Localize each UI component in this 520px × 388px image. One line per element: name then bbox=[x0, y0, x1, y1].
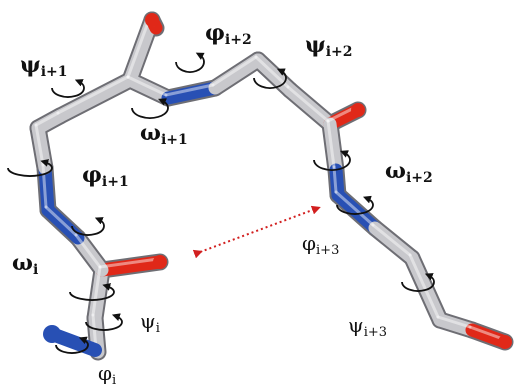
bond-highlight bbox=[56, 75, 130, 115]
bond-nitrogen bbox=[41, 203, 85, 245]
bond-nitrogen bbox=[38, 161, 55, 217]
rotation-arrow-icon bbox=[401, 273, 435, 292]
label-phi-i: φi bbox=[98, 361, 116, 388]
rotation-arrow-icon bbox=[131, 98, 169, 119]
rotation-arrow-icon bbox=[7, 159, 53, 177]
label-omega-i1: ωi+1 bbox=[140, 120, 188, 148]
bond-highlight bbox=[334, 190, 375, 227]
oxygen-atom bbox=[498, 335, 512, 349]
bond-highlight bbox=[254, 55, 290, 89]
label-phi-i2: φi+2 bbox=[205, 20, 252, 48]
rotation-arrow-icon bbox=[51, 79, 85, 98]
bond-highlight bbox=[164, 83, 215, 97]
bond-oxygen bbox=[95, 255, 167, 277]
bond-carbon bbox=[53, 73, 137, 123]
hydrogen-bond-arrow bbox=[192, 205, 321, 259]
rotation-arrow-icon bbox=[71, 217, 105, 236]
bond-carbon bbox=[71, 231, 109, 277]
label-phi-i1: φi+1 bbox=[82, 162, 129, 190]
rotation-arrows bbox=[7, 52, 435, 354]
rotation-arrow-icon bbox=[253, 68, 287, 89]
label-psi-i: ψi bbox=[140, 309, 160, 336]
bond-highlight bbox=[408, 253, 440, 319]
label-omega-i2: ωi+2 bbox=[385, 158, 433, 186]
bond-highlight bbox=[41, 163, 48, 209]
oxygen-atom bbox=[145, 13, 159, 27]
bond-highlight bbox=[332, 165, 338, 194]
bond-carbon bbox=[123, 73, 175, 105]
bond-nitrogen bbox=[161, 81, 222, 105]
label-omega-i: ωi bbox=[12, 250, 38, 278]
label-psi-i1: ψi+1 bbox=[20, 52, 68, 80]
bond-carbon bbox=[208, 53, 265, 95]
rotation-arrow-icon bbox=[69, 283, 115, 301]
bond-highlight bbox=[34, 111, 60, 127]
bond-highlight bbox=[286, 85, 330, 123]
bond-highlight bbox=[98, 257, 160, 269]
bond-carbon bbox=[123, 13, 159, 87]
bond-highlight bbox=[211, 55, 258, 87]
bond-highlight bbox=[126, 15, 152, 79]
bond-carbon bbox=[323, 117, 343, 177]
bond-nitrogen bbox=[331, 188, 382, 235]
bond-carbon bbox=[368, 221, 419, 265]
bond-highlight bbox=[74, 233, 102, 269]
bond-carbon bbox=[283, 83, 337, 131]
backbone-bonds bbox=[29, 11, 514, 361]
bond-highlight bbox=[126, 75, 168, 97]
rotation-arrow-icon bbox=[85, 313, 123, 331]
bond-highlight bbox=[436, 315, 472, 329]
bond-highlight bbox=[91, 265, 102, 317]
oxygen-atom bbox=[153, 255, 167, 269]
bond-carbon bbox=[251, 53, 297, 97]
label-phi-i3: φi+3 bbox=[302, 231, 339, 258]
bond-highlight bbox=[326, 119, 336, 169]
rotation-arrow-icon bbox=[313, 150, 351, 171]
bond-carbon bbox=[88, 263, 109, 325]
oxygen-atom bbox=[351, 103, 365, 117]
bond-highlight bbox=[44, 205, 78, 237]
label-psi-i2: ψi+2 bbox=[305, 32, 353, 60]
label-psi-i3: ψi+3 bbox=[348, 313, 387, 340]
rotation-arrow-icon bbox=[336, 195, 374, 215]
bond-highlight bbox=[371, 223, 412, 257]
bond-highlight bbox=[468, 325, 505, 341]
bond-highlight bbox=[34, 123, 45, 167]
rotation-arrow-icon bbox=[175, 52, 205, 73]
rotation-arrow-icon bbox=[55, 336, 89, 354]
hbond-line bbox=[192, 205, 321, 259]
